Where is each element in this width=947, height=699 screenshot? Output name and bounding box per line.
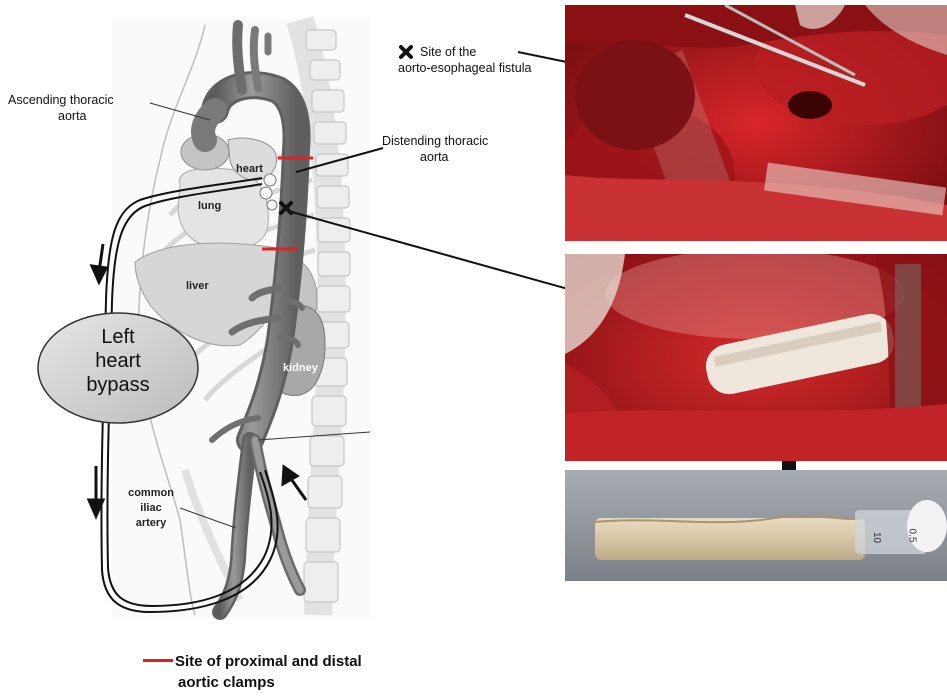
heart-label: heart (236, 161, 263, 177)
ascending-line1: Ascending thoracic (8, 92, 148, 108)
graft-scale-mark-2: 0.5 (906, 529, 917, 543)
kidney-label: kidney (283, 360, 318, 376)
iliac-line3: artery (122, 516, 180, 531)
bypass-line2: heart (52, 349, 184, 373)
clamp-legend-line2: aortic clamps (178, 673, 275, 692)
clamp-legend-swatch (143, 659, 173, 662)
lung-label: lung (198, 198, 221, 214)
graft-scale-mark-1: 10 (871, 532, 882, 543)
bypass-line3: bypass (52, 373, 184, 397)
distending-line1: Distending thoracic (382, 133, 522, 149)
ascending-aorta-label: Ascending thoracic aorta (8, 92, 148, 124)
bypass-line1: Left (52, 325, 184, 349)
surgical-photo-graft (565, 254, 947, 461)
ascending-line2: aorta (8, 108, 148, 124)
fistula-line2: aorto-esophageal fistula (398, 60, 548, 76)
distending-aorta-label: Distending thoracic aorta (382, 133, 522, 165)
iliac-line2: iliac (122, 501, 180, 516)
graft-photo: 10 0.5 (565, 470, 947, 581)
surgical-photo-fistula (565, 5, 947, 241)
fistula-label: Site of the aorto-esophageal fistula (398, 44, 548, 76)
clamp-legend-line1: Site of proximal and distal (175, 652, 362, 671)
iliac-artery-label: common iliac artery (122, 486, 180, 531)
fistula-x-icon (398, 44, 414, 60)
iliac-line1: common (122, 486, 180, 501)
bypass-label: Left heart bypass (52, 325, 184, 397)
fistula-line1: Site of the (398, 44, 548, 60)
liver-label: liver (186, 278, 209, 294)
distending-line2: aorta (382, 149, 522, 165)
